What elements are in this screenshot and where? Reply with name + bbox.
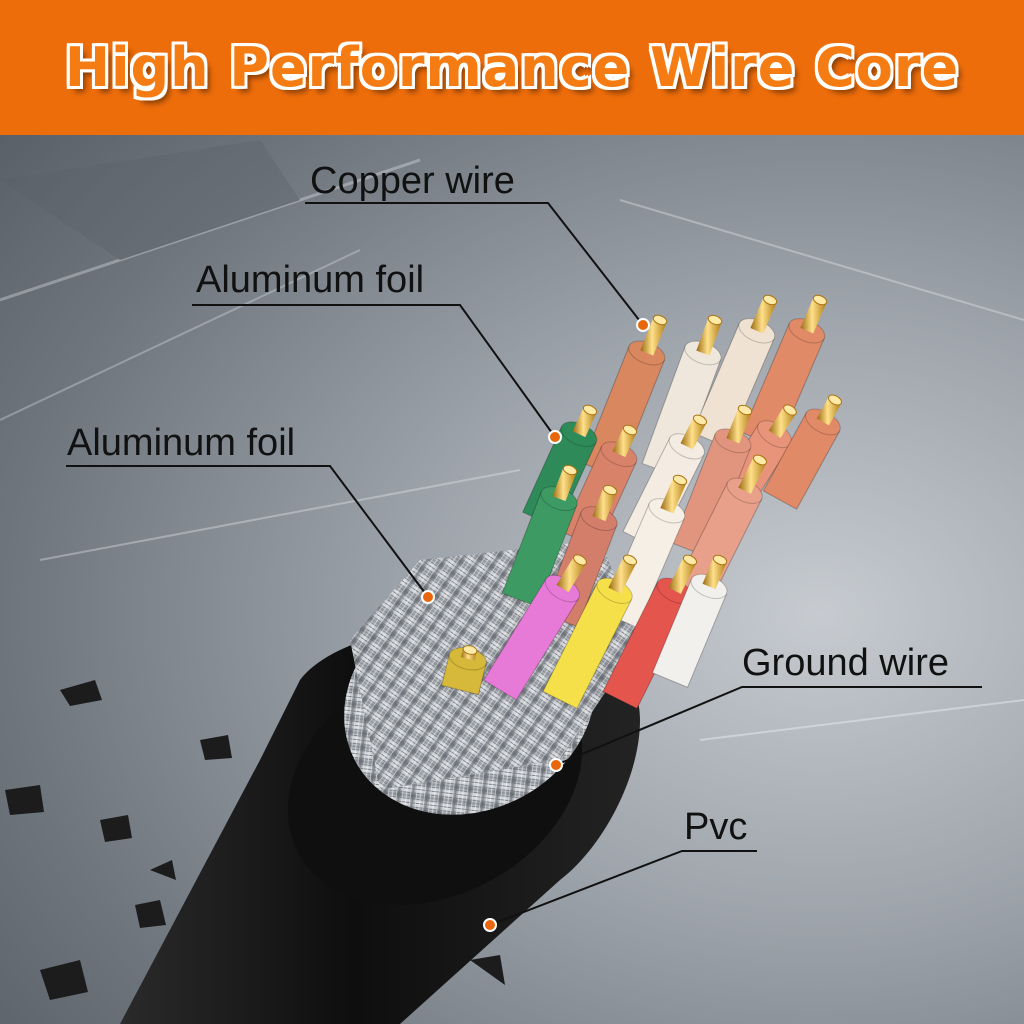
aluminum-foil-inner-label: Aluminum foil [196,259,425,301]
copper-conductor [680,416,707,450]
copper-conductor-tip [682,554,698,566]
copper-conductor-tip [737,404,753,416]
banner-title: High Performance Wire Core [64,36,960,99]
copper-wire-marker [636,318,650,332]
copper-conductor-tip [562,464,578,476]
copper-conductor-tip [712,554,728,566]
ground-wire-marker [549,758,563,772]
copper-conductor [750,297,777,334]
copper-conductor [552,467,577,502]
copper-conductor-tip [707,314,723,326]
copper-conductor [668,556,697,594]
copper-conductor-tip [762,294,778,306]
copper-conductor-tip [582,404,598,416]
aluminum-foil-inner-leader [192,304,556,438]
copper-conductor-tip [828,394,842,406]
ground-wire-label: Ground wire [742,642,949,684]
copper-conductor-tip [783,404,797,416]
copper-conductor-tip [812,294,828,306]
copper-conductor [640,317,667,356]
copper-conductor [696,317,722,356]
copper-wire-label: Copper wire [310,160,515,202]
aluminum-foil-outer-label: Aluminum foil [67,422,296,464]
copper-conductor-tip [692,414,708,426]
wire-bundle [440,294,842,710]
copper-conductor [608,556,637,594]
pvc-marker [483,918,497,932]
copper-conductor-tip [652,314,668,326]
copper-wire-leader [305,202,644,326]
copper-conductor-tip [622,554,638,566]
aluminum-foil-outer-marker [421,590,435,604]
title-banner: High Performance Wire Core [0,0,1024,135]
pvc-leader [489,850,757,926]
copper-conductor [738,456,767,494]
wire-insulation [501,491,578,608]
copper-conductor [726,407,752,444]
copper-conductor [660,477,687,514]
copper-conductor-tip [573,554,587,566]
copper-conductor [592,487,617,522]
copper-conductor [702,557,727,590]
aluminum-foil-outer-leader [66,465,429,598]
copper-conductor-tip [602,484,618,496]
pvc-label: Pvc [684,806,748,848]
copper-conductor-tip [462,645,478,655]
copper-conductor [800,297,827,334]
wire-insulation [641,345,722,478]
ground-wire-leader [555,686,982,766]
copper-conductor [556,556,586,593]
copper-conductor-tip [672,474,688,486]
aluminum-foil-inner-marker [548,430,562,444]
copper-conductor-tip [622,424,638,436]
copper-conductor-tip [752,454,768,466]
background-streaks [0,140,1024,741]
